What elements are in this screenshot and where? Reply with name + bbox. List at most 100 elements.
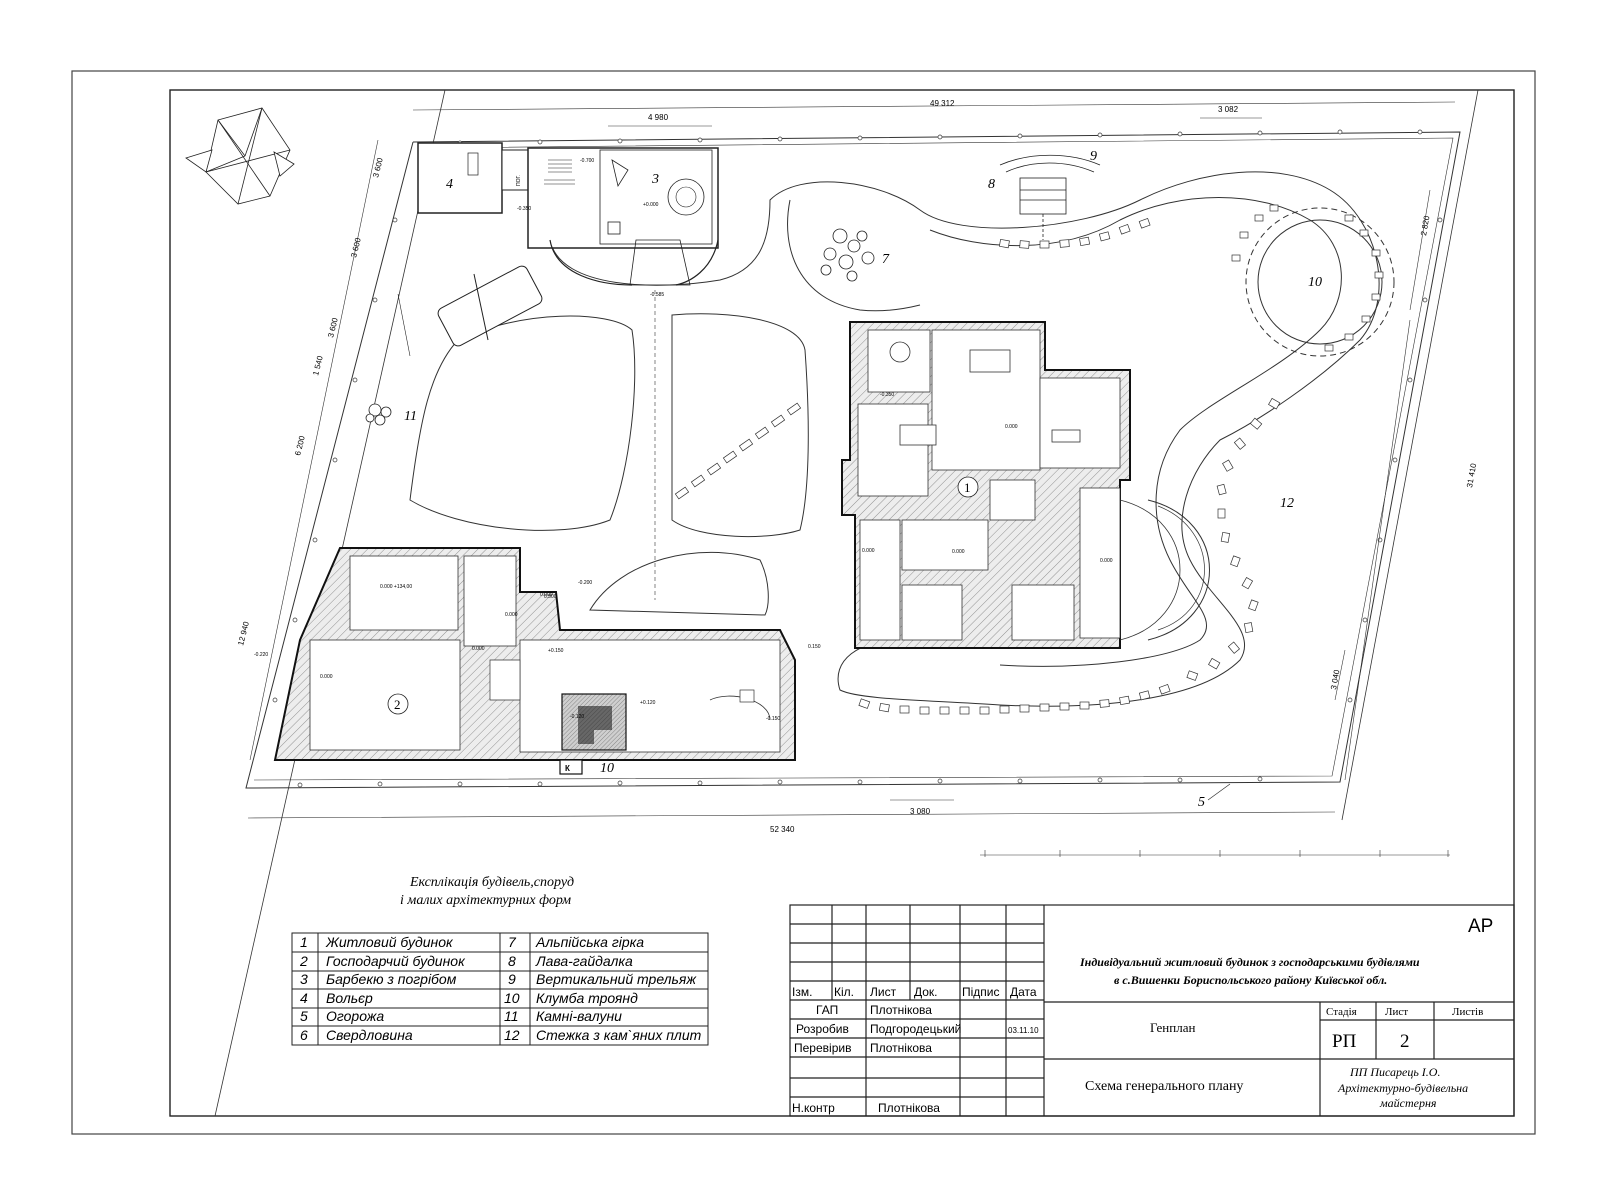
level-left-room: 0.000: [862, 548, 875, 554]
expl-row-2-name: Господарчий будинок: [326, 953, 466, 969]
tb-staff-1-name: Плотнікова: [870, 1003, 932, 1017]
expl-row-3-name: Барбекю з погрібом: [326, 971, 457, 987]
expl-row-5-num2: 11: [504, 1008, 519, 1024]
dim-left-5: 6 200: [293, 434, 307, 456]
tb-staff-3-role: Перевірив: [794, 1041, 851, 1055]
level-aux-d: +0.120: [640, 700, 656, 706]
paving-stones: [858, 204, 1384, 715]
fence-leader: [1207, 783, 1231, 801]
tb-staff-3-name: Плотнікова: [870, 1041, 932, 1055]
car-icon: [397, 265, 543, 357]
tb-header-lyst: Лист: [870, 985, 897, 999]
dim-bottom-small: 3 080: [910, 807, 931, 816]
level-aux-a: 0.000: [540, 592, 553, 598]
tb-header-dok: Док.: [914, 985, 938, 999]
level-bbq-stairs: -0.700: [580, 158, 594, 164]
level-bbq-cellar: -0.350: [517, 206, 531, 212]
tb-staff: ГАП Плотнікова Розробив Подгородецький 0…: [792, 1003, 1039, 1115]
tb-company-line2: Архітектурно-будівельна: [1337, 1081, 1468, 1095]
dim-left-6: 12 940: [236, 620, 251, 646]
dimension-lines: [247, 101, 1456, 856]
boulders-11-icon: [365, 403, 392, 426]
level-aux-mid: 0.000: [472, 646, 485, 652]
expl-row-4-num: 4: [300, 990, 308, 1006]
tb-staff-2-date: 03.11.10: [1008, 1026, 1039, 1035]
expl-row-4-name: Вольєр: [326, 990, 373, 1006]
trellis-9: [999, 154, 1101, 240]
dim-bottom-total: 52 340: [770, 825, 795, 834]
tb-staff-4-role: Н.контр: [792, 1101, 835, 1115]
dim-left-4: 1 540: [311, 354, 325, 376]
expl-row-3-num2: 9: [508, 971, 516, 987]
barbecue-stairs: [544, 159, 575, 185]
aux-marker: [387, 693, 409, 715]
level-bbq-floor: +0.000: [643, 202, 659, 208]
tb-sheet-name: Генплан: [1150, 1020, 1195, 1035]
enclosure-building-4: [417, 142, 529, 214]
level-aux-e: -0.150: [766, 716, 780, 722]
house-number: 1: [964, 480, 971, 495]
level-aux-left: 0.000: [320, 674, 333, 680]
level-aux-b: +0.150: [548, 648, 564, 654]
aux-number: 2: [394, 697, 401, 712]
explication-title-2: і малих архітектурних форм: [400, 893, 571, 908]
tb-stage-header: Стадія: [1326, 1006, 1357, 1018]
tb-sheet: 2: [1400, 1031, 1410, 1052]
enclosure-number: 4: [446, 177, 453, 192]
dim-right-1: 2 820: [1419, 215, 1431, 237]
tb-staff-4-name: Плотнікова: [878, 1101, 940, 1115]
expl-row-4-name2: Клумба троянд: [536, 990, 638, 1006]
level-aux-tech: 0.000: [505, 612, 518, 618]
bench-number: 8: [988, 177, 995, 192]
tb-project-line2: в с.Вишенки Бориспольського району Київс…: [1114, 973, 1387, 987]
scale-bar: [984, 850, 1449, 857]
level-hall: 0.000: [952, 549, 965, 555]
explication-table: [291, 932, 709, 1046]
title-block-grid: [789, 904, 1515, 1117]
expl-row-1-num: 1: [300, 934, 308, 950]
well-label: К: [565, 764, 570, 773]
tb-project-line1: Індивідуальний житловий будинок з господ…: [1079, 955, 1420, 969]
explication-title-1: Експлікація будівель,споруд: [409, 875, 574, 890]
rosebed-number: 10: [1308, 275, 1322, 290]
level-living: 0.000: [1005, 424, 1018, 430]
boulders-number: 11: [404, 409, 417, 424]
dim-left-1: 3 600: [371, 156, 385, 178]
dim-top-right: 3 082: [1218, 105, 1239, 114]
level-aux-top: 0.000 +134,00: [380, 584, 412, 590]
tb-sheets-header: Листів: [1452, 1006, 1483, 1018]
expl-row-5-name: Огорожа: [326, 1008, 384, 1024]
dim-right-3: 3 040: [1329, 669, 1341, 691]
expl-row-2-num: 2: [299, 953, 308, 969]
stepping-stones-diagonal: [674, 402, 802, 500]
tb-header-data: Дата: [1010, 985, 1037, 999]
level-right-room: 0.000: [1100, 558, 1113, 564]
expl-row-1-num2: 7: [508, 934, 517, 950]
level-aux-west: -0.220: [254, 652, 268, 658]
bbq-number: 3: [651, 172, 659, 187]
tb-code: АР: [1468, 916, 1493, 937]
north-arrow-icon: [185, 107, 295, 205]
hill-number: 7: [882, 252, 890, 267]
tb-drawing-name: Схема генерального плану: [1085, 1079, 1243, 1094]
well-number: 10: [600, 761, 614, 776]
expl-row-1-name: Житловий будинок: [325, 934, 454, 950]
level-bbq-step: -0.585: [650, 292, 664, 298]
expl-row-4-num2: 10: [504, 990, 520, 1006]
house-building-1: [841, 321, 1210, 649]
auxiliary-building-2: [273, 547, 796, 775]
dim-right-2: 31 410: [1465, 462, 1478, 488]
fence-posts: [272, 129, 1443, 788]
dim-top-barbecue: 4 980: [648, 113, 669, 122]
path-number: 12: [1280, 496, 1294, 511]
expl-row-6-name2: Стежка з кам`яних плит: [536, 1027, 702, 1043]
dim-left-2: 3 600: [349, 236, 363, 258]
tb-header-kil: Кіл.: [834, 985, 854, 999]
outer-frame: [71, 70, 1536, 1135]
lawns: [409, 290, 809, 616]
expl-row-3-name2: Вертикальний трельяж: [536, 971, 697, 987]
tb-staff-2-name: Подгородецький: [870, 1022, 961, 1036]
expl-row-3-num: 3: [300, 971, 308, 987]
level-path-mid: -0.200: [578, 580, 592, 586]
